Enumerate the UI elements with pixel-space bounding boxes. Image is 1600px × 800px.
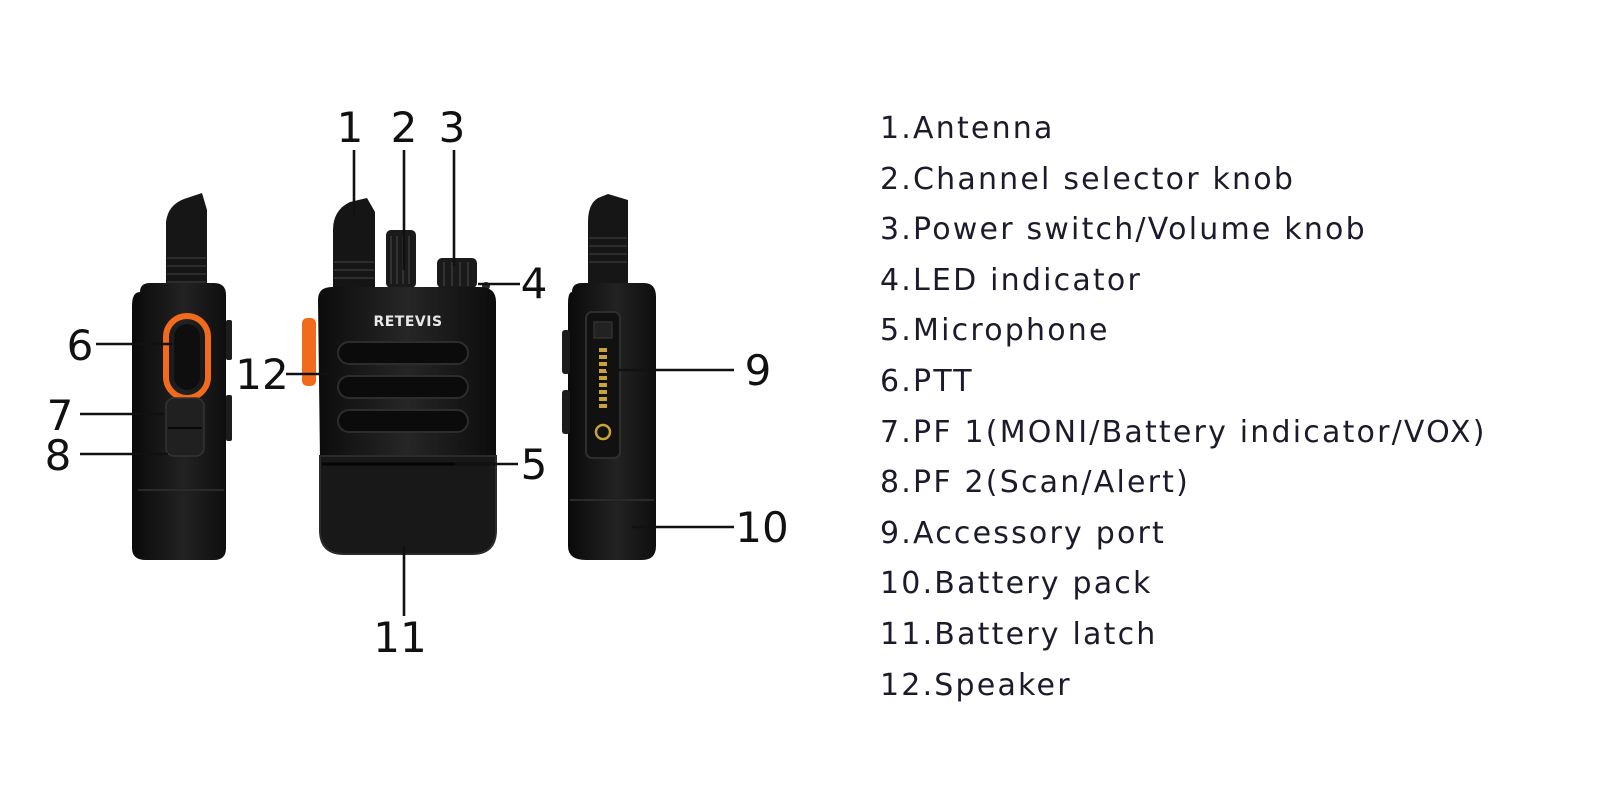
legend-item-led-indicator: 4.LED indicator xyxy=(880,262,1142,298)
front-body xyxy=(318,287,496,460)
callout-9: 9 xyxy=(745,346,772,395)
left-antenna-ribs xyxy=(167,257,206,283)
right-antenna xyxy=(588,194,628,290)
front-antenna xyxy=(333,198,375,290)
legend-item-microphone: 5.Microphone xyxy=(880,313,1110,349)
radio-illustrations: RETEVIS xyxy=(45,103,789,662)
brand-logo: RETEVIS xyxy=(373,314,442,330)
parts-legend: 1.Antenna 2.Channel selector knob 3.Powe… xyxy=(880,104,1487,711)
front-side-key xyxy=(302,318,316,386)
volume-knob xyxy=(437,258,477,288)
callout-12: 12 xyxy=(235,350,288,399)
callout-7: 7 xyxy=(47,391,74,440)
callout-5: 5 xyxy=(521,440,548,489)
leader-lines xyxy=(80,150,734,616)
legend-item-battery-latch: 11.Battery latch xyxy=(880,616,1158,652)
legend-item-accessory-port: 9.Accessory port xyxy=(880,515,1166,551)
radio-left-side-view xyxy=(132,193,232,560)
front-antenna-ribs xyxy=(334,261,374,279)
right-antenna-ribs xyxy=(589,237,627,263)
radio-front-view: RETEVIS xyxy=(302,198,497,555)
callout-3: 3 xyxy=(439,103,466,152)
callout-numbers: 1 2 3 4 5 6 7 8 9 10 11 12 xyxy=(45,103,789,662)
left-antenna xyxy=(166,193,207,290)
callout-11: 11 xyxy=(373,613,426,662)
accessory-port-pins xyxy=(599,348,607,408)
legend-item-channel-selector-knob: 2.Channel selector knob xyxy=(880,161,1296,197)
front-battery xyxy=(319,455,497,555)
callout-6: 6 xyxy=(67,321,94,370)
radio-right-side-view xyxy=(562,194,656,560)
legend-item-battery-pack: 10.Battery pack xyxy=(880,566,1153,602)
legend-item-pf1: 7.PF 1(MONI/Battery indicator/VOX) xyxy=(880,414,1487,450)
callout-10: 10 xyxy=(735,503,788,552)
legend-item-pf2: 8.PF 2(Scan/Alert) xyxy=(880,465,1191,501)
callout-1: 1 xyxy=(337,103,364,152)
legend-item-antenna: 1.Antenna xyxy=(880,111,1055,146)
legend-item-power-volume-knob: 3.Power switch/Volume knob xyxy=(880,212,1367,248)
speaker-grille xyxy=(337,341,469,433)
callout-4: 4 xyxy=(521,259,548,308)
callout-2: 2 xyxy=(391,103,418,152)
callout-8: 8 xyxy=(45,431,72,480)
legend-item-ptt: 6.PTT xyxy=(880,363,974,399)
legend-item-speaker: 12.Speaker xyxy=(880,667,1072,703)
